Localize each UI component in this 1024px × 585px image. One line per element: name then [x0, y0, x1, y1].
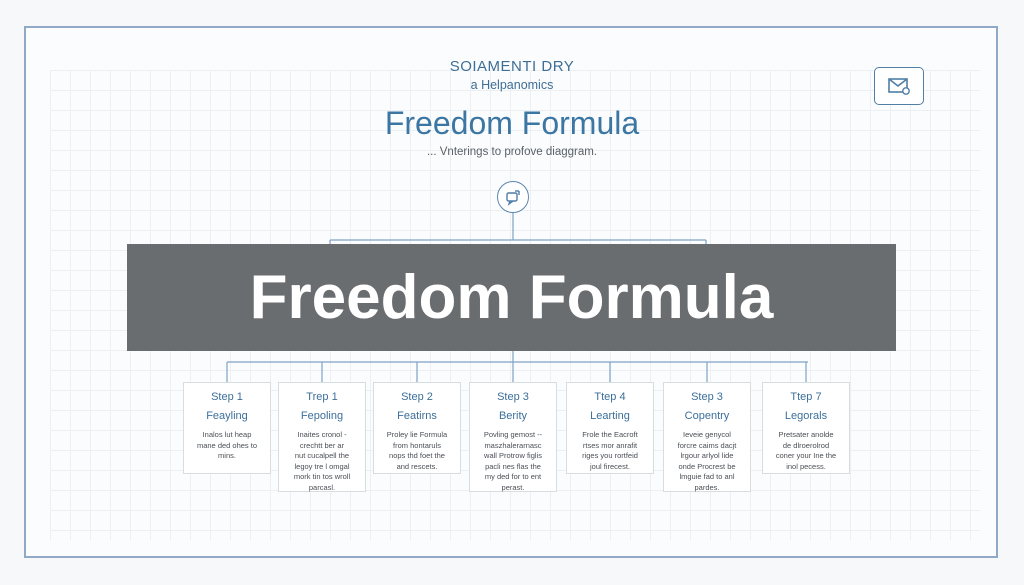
step-title: Berity — [498, 410, 528, 422]
title-banner: Freedom Formula — [127, 244, 896, 351]
banner-title: Freedom Formula — [249, 263, 774, 332]
brand-subtitle: a Helpanomics — [470, 78, 554, 92]
step-title: Legorals — [784, 410, 828, 422]
step-number: Step 2 — [401, 391, 433, 403]
step-description: Povling gemost -- maszhalerarnasc wall P… — [483, 430, 543, 492]
step-description: Inaites cronol - crechtt ber ar nut cuca… — [293, 430, 351, 492]
step-title: Featirns — [397, 410, 437, 422]
step-number: Step 3 — [497, 391, 529, 403]
page-title: Freedom Formula — [384, 105, 640, 141]
step-description: Proley lie Formula from hontaruls nops t… — [386, 430, 448, 471]
step-number: Step 3 — [691, 391, 723, 403]
step-number: Step 1 — [211, 391, 243, 403]
step-title: Feayling — [206, 410, 248, 422]
step-number: Trep 1 — [306, 391, 338, 403]
mail-icon — [888, 78, 910, 95]
step-description: Ieveie genycol forcre caims dacjt lrgour… — [677, 430, 737, 492]
step-description: Frole the Eacroft rtses mor anrafit rige… — [582, 430, 638, 471]
mail-button[interactable] — [874, 67, 924, 105]
step-number: Ttep 7 — [790, 391, 822, 403]
step-title: Copentry — [684, 410, 730, 422]
step-title: Fepoling — [300, 410, 344, 422]
step-title: Learting — [590, 410, 630, 422]
step-description: Inalos lut heap mane ded ohes to mins. — [196, 430, 258, 460]
hub-node[interactable] — [497, 181, 529, 213]
step-number: Ttep 4 — [594, 391, 626, 403]
chat-icon — [506, 190, 520, 206]
step-description: Pretsater anolde de dlroerolrod coner yo… — [775, 430, 837, 471]
page-tagline: ... Vnterings to profove diaggram. — [426, 146, 598, 158]
brand-name: SOIAMENTI DRY — [449, 58, 575, 75]
